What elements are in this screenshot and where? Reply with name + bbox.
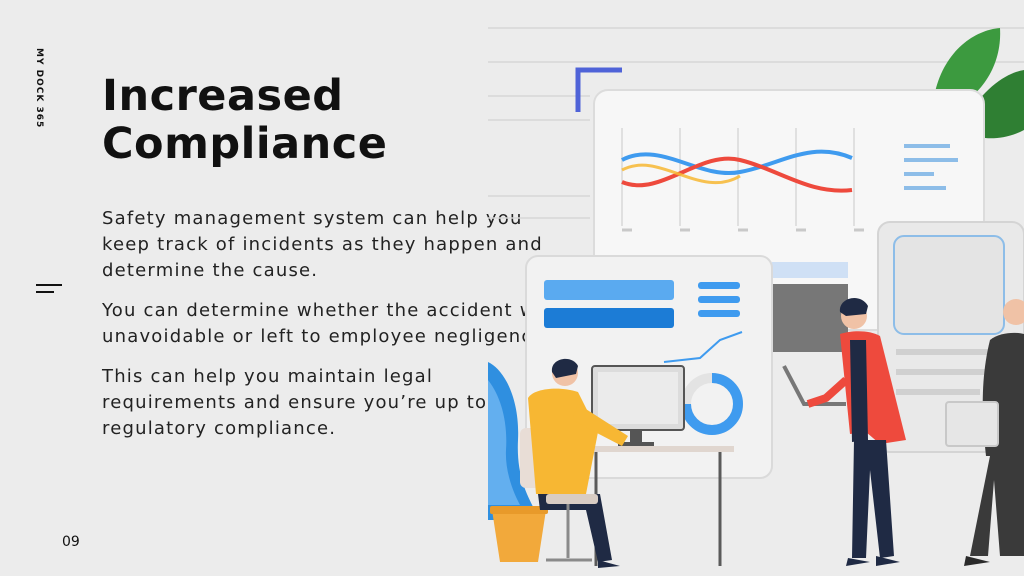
paragraph-2: You can determine whether the accident w…	[102, 300, 559, 347]
paragraph-1: Safety management system can help you ke…	[102, 208, 543, 281]
standing-man-right	[945, 299, 1024, 566]
monitor-icon	[591, 365, 685, 446]
plant-pot-icon	[492, 510, 546, 562]
body-text: Safety management system can help you ke…	[102, 206, 562, 456]
title-line-1: Increased	[102, 71, 344, 121]
standing-man-red-jacket	[782, 298, 906, 566]
page-number: 09	[62, 534, 80, 550]
slide-title: Increased Compliance	[102, 72, 387, 168]
brand-label: MY DOCK 365	[34, 48, 44, 129]
gray-block	[772, 284, 848, 352]
side-card	[877, 221, 1024, 453]
corner-bracket	[575, 67, 622, 112]
title-line-2: Compliance	[102, 119, 388, 169]
sitting-person	[520, 358, 628, 568]
compliance-illustration	[488, 27, 1024, 568]
paragraph-3: This can help you maintain legal require…	[102, 366, 488, 439]
background-lines	[488, 27, 1024, 219]
gray-panel	[772, 262, 848, 278]
menu-icon[interactable]	[36, 284, 64, 294]
